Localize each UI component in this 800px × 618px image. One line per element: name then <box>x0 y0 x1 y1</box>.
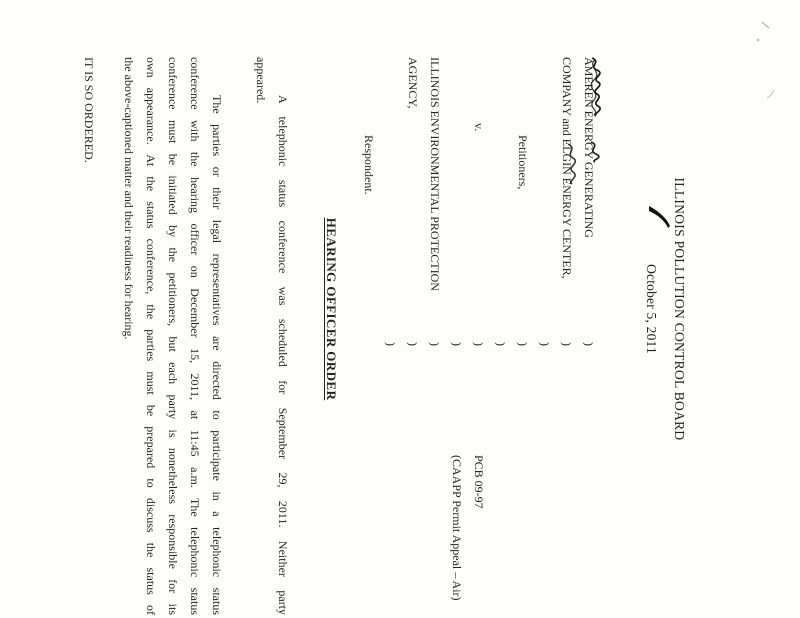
caption-paren: ) <box>516 342 530 346</box>
caption-paren: ) <box>494 342 508 346</box>
versus-label: v. <box>472 123 486 132</box>
caption-row: ILLINOIS ENVIRONMENTAL PROTECTION ) <box>424 57 446 615</box>
scan-speck-marks <box>750 18 780 108</box>
caption-row: v. ) PCB 09-97 <box>468 57 490 615</box>
caption-paren: ) <box>428 342 442 346</box>
caption-row: Respondent. <box>358 57 380 615</box>
caption-row: ) (CAAPP Permit Appeal – Air) <box>446 57 468 615</box>
caption-row: Petitioners, ) <box>512 57 534 615</box>
respondent-name-line: ILLINOIS ENVIRONMENTAL PROTECTION <box>428 57 442 291</box>
case-number: PCB 09-97 <box>472 455 486 509</box>
body-line: The parties or their legal representativ… <box>210 95 224 615</box>
caption-paren: ) <box>582 342 596 346</box>
caption-paren: ) <box>538 342 552 346</box>
ordered-statement: IT IS SO ORDERED. <box>82 57 96 163</box>
caption-paren: ) <box>560 342 574 346</box>
body-paragraph: The parties or their legal representativ… <box>118 57 228 615</box>
body-line: own appearance. At the status conference… <box>144 57 158 615</box>
caption-paren: ) <box>406 342 420 346</box>
body-paragraph: A telephonic status conference was sched… <box>250 57 294 615</box>
order-title: HEARING OFFICER ORDER <box>324 217 339 401</box>
petitioners-label: Petitioners, <box>516 135 530 190</box>
respondent-name-line: AGENCY, <box>406 57 420 109</box>
petitioner-name-line: AMEREN ENERGY GENERATING <box>582 57 596 238</box>
caption-row: ) <box>380 57 402 615</box>
petitioner-name-line: COMPANY and ELGIN ENERGY CENTER, <box>560 57 574 279</box>
body-line: the above-captioned matter and their rea… <box>122 57 136 340</box>
respondent-label: Respondent. <box>362 135 376 195</box>
header-date: October 5, 2011 <box>644 264 659 354</box>
case-caption: AMEREN ENERGY GENERATING ) COMPANY and E… <box>358 57 600 615</box>
caption-paren: ) <box>384 342 398 346</box>
header-board-name: ILLINOIS POLLUTION CONTROL BOARD <box>672 177 687 441</box>
body-line: appeared. <box>254 57 268 104</box>
caption-row: COMPANY and ELGIN ENERGY CENTER, ) <box>556 57 578 615</box>
caption-row: ) <box>490 57 512 615</box>
caption-row: AGENCY, ) <box>402 57 424 615</box>
caption-row: ) <box>534 57 556 615</box>
body-line: conference with the hearing officer on D… <box>188 57 202 615</box>
caption-row: AMEREN ENERGY GENERATING ) <box>578 57 600 615</box>
caption-paren: ) <box>450 342 464 346</box>
body-line: A telephonic status conference was sched… <box>276 95 290 615</box>
case-type: (CAAPP Permit Appeal – Air) <box>450 455 464 601</box>
caption-paren: ) <box>472 342 486 346</box>
body-line: conference must be initiated by the peti… <box>166 57 180 615</box>
